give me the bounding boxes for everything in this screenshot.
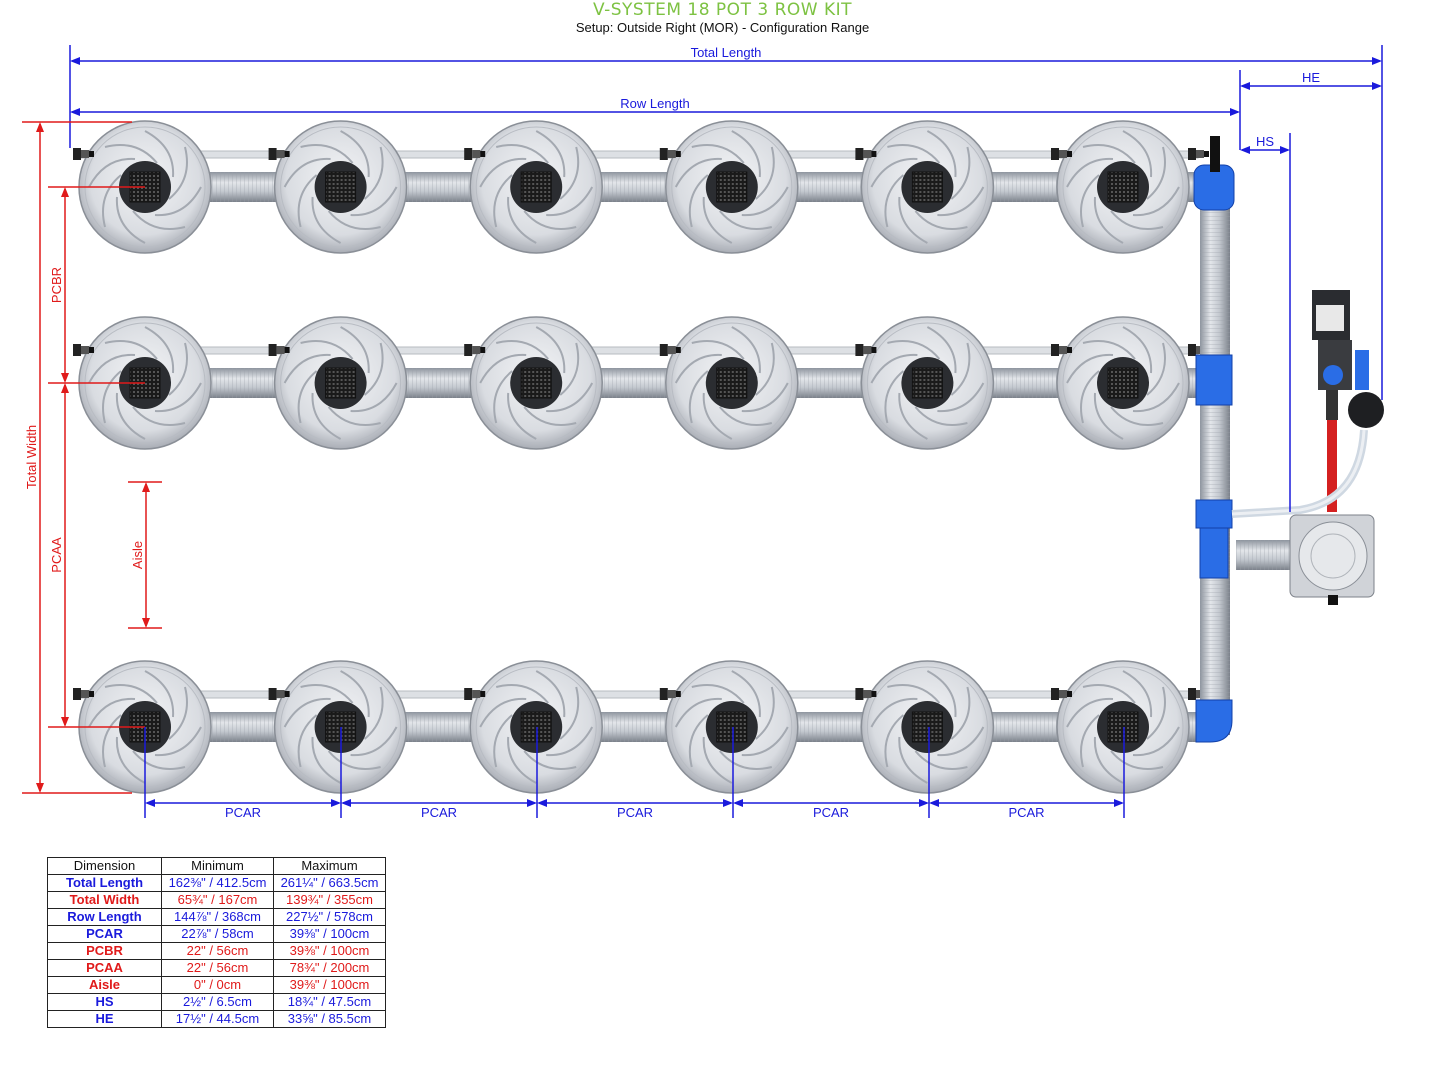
- pot: [273, 316, 408, 450]
- pcbr-label: PCBR: [49, 267, 64, 303]
- table-cell-name: HE: [47, 1010, 162, 1028]
- pot: [469, 660, 604, 794]
- pcar-label: PCAR: [225, 805, 261, 820]
- pot: [664, 120, 799, 254]
- table-cell-min: 22" / 56cm: [161, 942, 274, 960]
- table-cell-max: 18¾" / 47.5cm: [273, 993, 386, 1011]
- pot: [1056, 120, 1190, 254]
- table-cell-name: PCAR: [47, 925, 162, 943]
- pump-assembly: [1231, 290, 1384, 518]
- pot: [860, 316, 995, 450]
- table-header-row: Dimension Minimum Maximum: [47, 857, 386, 875]
- manifold-pipe: [1193, 136, 1235, 743]
- reservoir-tank: [1236, 514, 1375, 605]
- pcar-arrowhead: [331, 799, 341, 807]
- table-cell-max: 39⅜" / 100cm: [273, 925, 386, 943]
- pcar-label: PCAR: [1008, 805, 1044, 820]
- pot: [469, 120, 604, 254]
- pot: [1056, 660, 1190, 794]
- pcaa-label: PCAA: [49, 537, 64, 573]
- pot: [860, 120, 995, 254]
- table-cell-min: 22" / 56cm: [161, 959, 274, 977]
- pot-row: [73, 660, 1209, 794]
- table-cell-max: 78¾" / 200cm: [273, 959, 386, 977]
- pcar-arrowhead: [723, 799, 733, 807]
- diagram-subtitle: Setup: Outside Right (MOR) - Configurati…: [575, 20, 870, 35]
- table-cell-max: 39⅜" / 100cm: [273, 942, 386, 960]
- table-cell-min: 17½" / 44.5cm: [161, 1010, 274, 1028]
- total-width-label: Total Width: [24, 425, 39, 489]
- table-header: Minimum: [161, 857, 274, 875]
- table-cell-min: 162⅜" / 412.5cm: [161, 874, 274, 892]
- pcar-label: PCAR: [421, 805, 457, 820]
- pcar-arrowhead: [919, 799, 929, 807]
- pot-row: [73, 120, 1209, 254]
- table-cell-name: Total Length: [47, 874, 162, 892]
- table-header: Maximum: [273, 857, 386, 875]
- layout-diagram: Total Length Row Length HE HS Total Widt…: [22, 45, 1384, 820]
- table-header: Dimension: [47, 857, 162, 875]
- pot: [469, 316, 604, 450]
- table-cell-min: 0" / 0cm: [161, 976, 274, 994]
- table-cell-min: 22⅞" / 58cm: [161, 925, 274, 943]
- pcar-arrowhead: [929, 799, 939, 807]
- table-cell-min: 144⅞" / 368cm: [161, 908, 274, 926]
- pot: [273, 120, 408, 254]
- pcar-arrowhead: [341, 799, 351, 807]
- pcar-arrowhead: [537, 799, 547, 807]
- table-cell-min: 65¾" / 167cm: [161, 891, 274, 909]
- table-cell-max: 39⅜" / 100cm: [273, 976, 386, 994]
- he-label: HE: [1302, 70, 1320, 85]
- dimension-lines: Total Length Row Length HE HS Total Widt…: [22, 45, 1383, 794]
- aisle-label: Aisle: [130, 541, 145, 569]
- pcar-label: PCAR: [813, 805, 849, 820]
- pot: [664, 660, 799, 794]
- table-cell-name: HS: [47, 993, 162, 1011]
- table-cell-max: 261¼" / 663.5cm: [273, 874, 386, 892]
- table-cell-max: 227½" / 578cm: [273, 908, 386, 926]
- pcar-label: PCAR: [617, 805, 653, 820]
- pot: [860, 660, 995, 794]
- pcar-arrowhead: [145, 799, 155, 807]
- pcar-arrowhead: [527, 799, 537, 807]
- pot: [1056, 316, 1190, 450]
- pot-rows: [73, 120, 1209, 794]
- table-cell-name: PCAA: [47, 959, 162, 977]
- table-cell-name: Total Width: [47, 891, 162, 909]
- hs-label: HS: [1256, 134, 1274, 149]
- table-cell-name: Aisle: [47, 976, 162, 994]
- table-cell-name: PCBR: [47, 942, 162, 960]
- total-length-label: Total Length: [691, 45, 762, 60]
- diagram-title: V-SYSTEM 18 POT 3 ROW KIT: [592, 0, 853, 20]
- pcar-arrowhead: [733, 799, 743, 807]
- table-cell-min: 2½" / 6.5cm: [161, 993, 274, 1011]
- pot: [664, 316, 799, 450]
- row-length-label: Row Length: [620, 96, 689, 111]
- pcar-dimensions: PCAR PCAR PCAR PCAR PCAR: [144, 727, 1125, 820]
- table-cell-name: Row Length: [47, 908, 162, 926]
- pot-row: [73, 316, 1209, 450]
- pcar-arrowhead: [1114, 799, 1124, 807]
- table-cell-max: 139¾" / 355cm: [273, 891, 386, 909]
- table-cell-max: 33⅝" / 85.5cm: [273, 1010, 386, 1028]
